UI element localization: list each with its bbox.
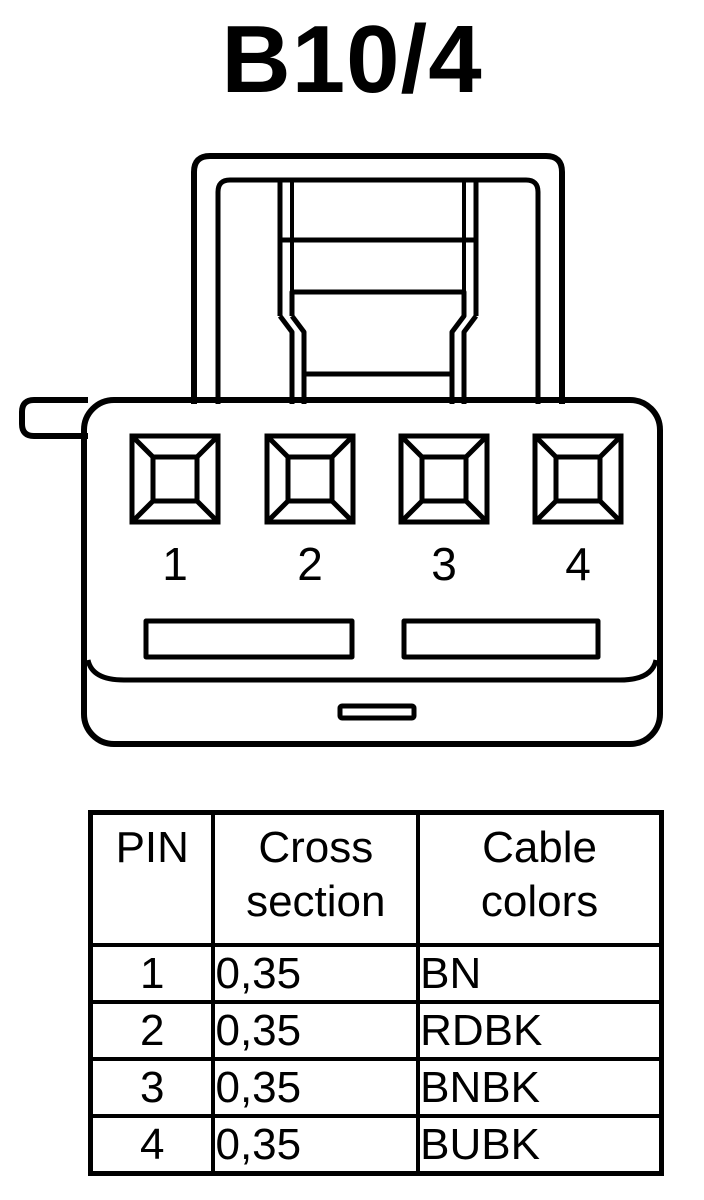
pin-number-1: 1	[162, 538, 188, 590]
table-row: 1 0,35 BN	[88, 943, 664, 1004]
pin-cavity-4	[532, 433, 624, 525]
connector-diagram: 1 2 3 4	[19, 153, 663, 747]
cell-cross-section: 0,35	[211, 1114, 421, 1176]
pin-cavity-3	[398, 433, 490, 525]
pin-cavity-2	[264, 433, 356, 525]
latch-outer-frame	[191, 153, 565, 404]
cell-pin: 1	[88, 943, 216, 1004]
connector-housing	[81, 397, 663, 747]
lower-slot-right	[401, 618, 601, 660]
cell-pin: 2	[88, 1000, 216, 1061]
header-cable-colors-line1: Cable	[482, 823, 598, 872]
cell-cross-section: 0,35	[211, 1057, 421, 1118]
connector-title: B10/4	[221, 6, 483, 113]
key-slot	[337, 703, 417, 721]
latch-inner-frame	[215, 177, 541, 404]
table-row: 4 0,35 BUBK	[88, 1114, 664, 1176]
cell-pin: 3	[88, 1057, 216, 1118]
lower-slot-left	[143, 618, 355, 660]
cell-cable-color: RDBK	[416, 1000, 664, 1061]
table-row: 3 0,35 BNBK	[88, 1057, 664, 1118]
header-cross-section-line2: section	[246, 877, 386, 926]
header-pin: PIN	[88, 810, 216, 947]
header-cross-section-line1: Cross	[258, 823, 374, 872]
pin-cavity-1	[129, 433, 221, 525]
header-cable-colors: Cable colors	[416, 810, 664, 947]
latch-tongue	[278, 314, 478, 404]
cell-cross-section: 0,35	[211, 943, 421, 1004]
pin-assignment-table: PIN Cross section Cable colors 1 0,35 BN…	[88, 810, 664, 1176]
housing-divider	[85, 659, 659, 683]
table-header-row: PIN Cross section Cable colors	[88, 810, 664, 947]
header-cable-colors-line2: colors	[480, 877, 599, 926]
pin-number-4: 4	[565, 538, 591, 590]
header-cross-section: Cross section	[211, 810, 421, 947]
pin-number-2: 2	[297, 538, 323, 590]
latch-tongue-inner	[289, 289, 467, 404]
cell-pin: 4	[88, 1114, 216, 1176]
table-row: 2 0,35 RDBK	[88, 1000, 664, 1061]
cell-cross-section: 0,35	[211, 1000, 421, 1061]
pin-number-3: 3	[431, 538, 457, 590]
cell-cable-color: BN	[416, 943, 664, 1004]
side-tab	[19, 397, 88, 439]
header-pin-label: PIN	[115, 823, 189, 872]
cell-cable-color: BUBK	[416, 1114, 664, 1176]
cell-cable-color: BNBK	[416, 1057, 664, 1118]
